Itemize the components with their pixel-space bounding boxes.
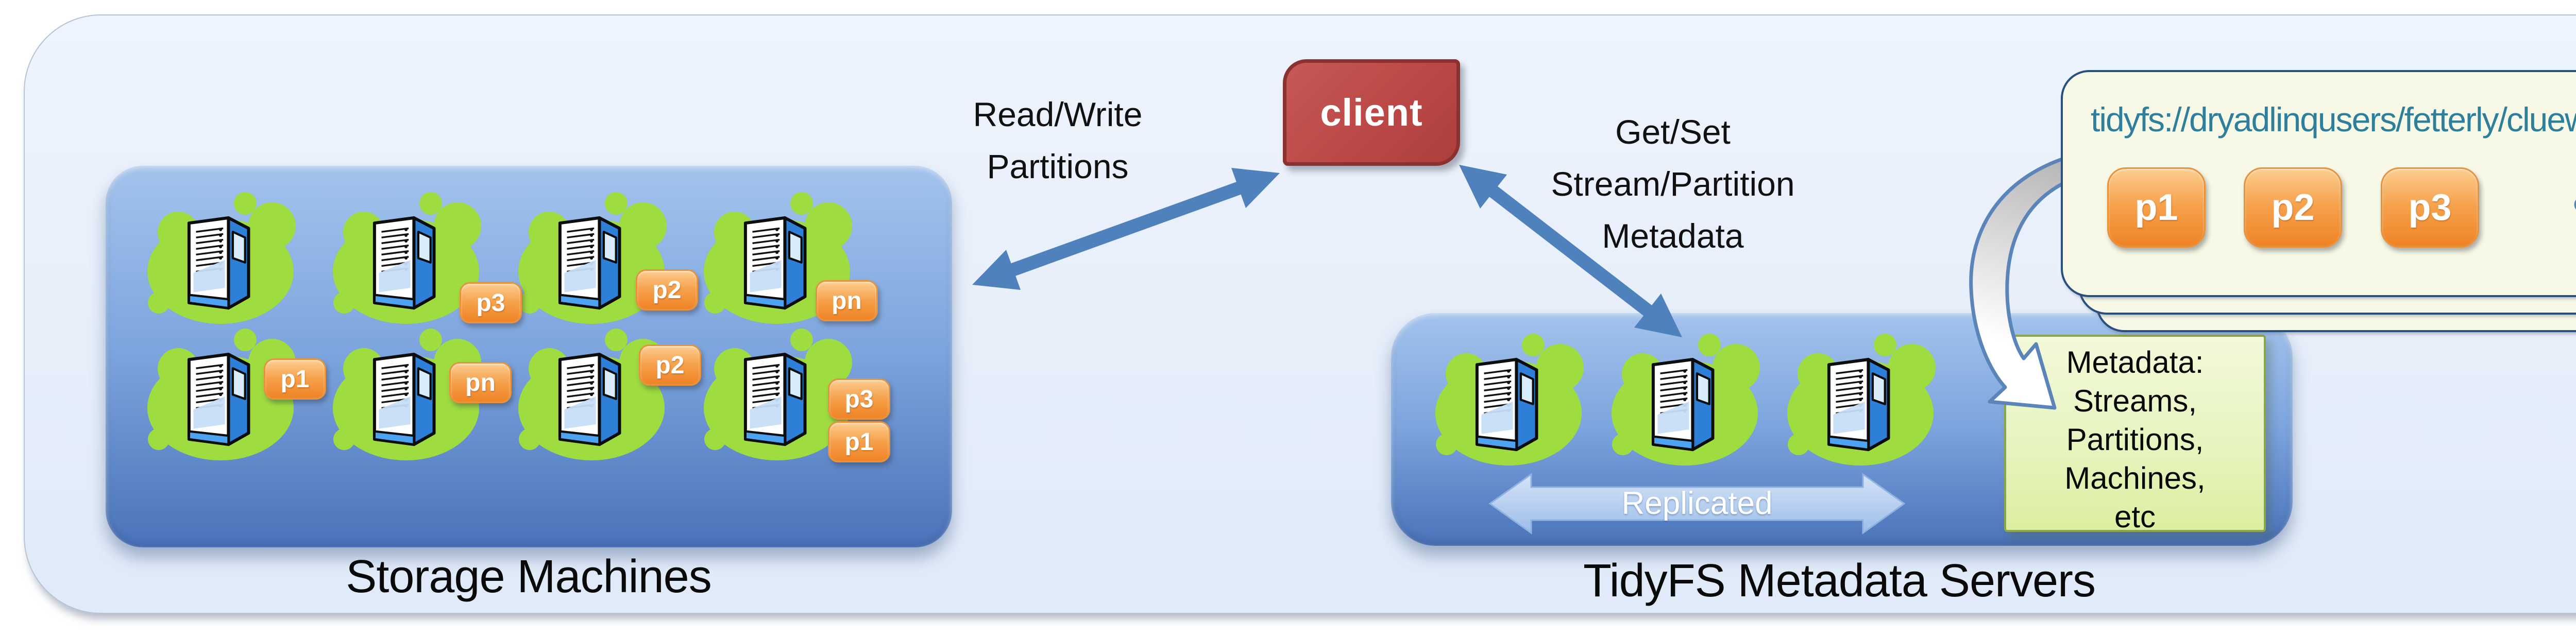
partition-chip: pn xyxy=(449,362,512,403)
stream-partition-chip: p3 xyxy=(2381,167,2479,248)
metadata-note-line: Machines, xyxy=(2064,461,2206,495)
read-write-line1: Read/Write xyxy=(973,95,1143,133)
partition-chip: p1 xyxy=(828,421,890,462)
partition-chip: p3 xyxy=(460,282,522,323)
partition-chip: pn xyxy=(816,280,878,321)
server-cluster xyxy=(685,183,871,368)
server-cluster xyxy=(129,183,314,368)
client-box: client xyxy=(1283,59,1460,166)
metadata-note-line: Partitions, xyxy=(2066,422,2204,457)
server-on-blob-icon xyxy=(1787,334,1936,466)
server-cluster xyxy=(500,183,685,368)
stream-partition-chip: p2 xyxy=(2244,167,2342,248)
get-set-label: Get/Set Stream/Partition Metadata xyxy=(1441,106,1905,262)
read-write-label: Read/Write Partitions xyxy=(852,89,1264,193)
server-on-blob-icon xyxy=(147,192,296,324)
server-cluster xyxy=(1593,324,1778,510)
server-cluster xyxy=(1769,324,1954,510)
server-cluster xyxy=(685,319,871,505)
partition-chip: p3 xyxy=(828,378,890,420)
replicated-label: Replicated xyxy=(1621,486,1773,521)
get-set-line1: Get/Set xyxy=(1615,113,1731,151)
storage-title: Storage Machines xyxy=(346,551,711,602)
metadata-note: Metadata: Streams, Partitions, Machines,… xyxy=(2004,335,2266,534)
get-set-line3: Metadata xyxy=(1602,217,1744,255)
get-set-line2: Stream/Partition xyxy=(1551,165,1795,203)
metadata-note-line: etc xyxy=(2114,500,2156,534)
stream-url: tidyfs://dryadlinqusers/fetterly/clueweb… xyxy=(2091,100,2576,139)
partition-chip: p2 xyxy=(639,345,701,386)
server-on-blob-icon xyxy=(1435,334,1584,466)
server-cluster xyxy=(314,319,500,505)
server-on-blob-icon xyxy=(333,192,481,324)
server-on-blob-icon xyxy=(1612,334,1760,466)
server-on-blob-icon xyxy=(518,192,667,324)
server-cluster xyxy=(1417,324,1602,510)
stream-partition-chip: p1 xyxy=(2107,167,2206,248)
server-on-blob-icon xyxy=(704,192,852,324)
ellipsis-dots: ••• xyxy=(2527,173,2576,235)
partition-chip: p1 xyxy=(264,358,326,400)
client-label: client xyxy=(1320,91,1423,134)
metadata-servers-title: TidyFS Metadata Servers xyxy=(1583,555,2096,607)
metadata-note-line: Streams, xyxy=(2073,384,2197,418)
server-cluster xyxy=(129,319,314,505)
server-on-blob-icon xyxy=(704,329,852,460)
read-write-line2: Partitions xyxy=(987,147,1129,185)
metadata-note-line: Metadata: xyxy=(2066,345,2204,380)
partition-chip: p2 xyxy=(636,269,698,311)
server-on-blob-icon xyxy=(333,329,481,460)
server-cluster xyxy=(314,183,500,368)
server-on-blob-icon xyxy=(147,329,296,460)
